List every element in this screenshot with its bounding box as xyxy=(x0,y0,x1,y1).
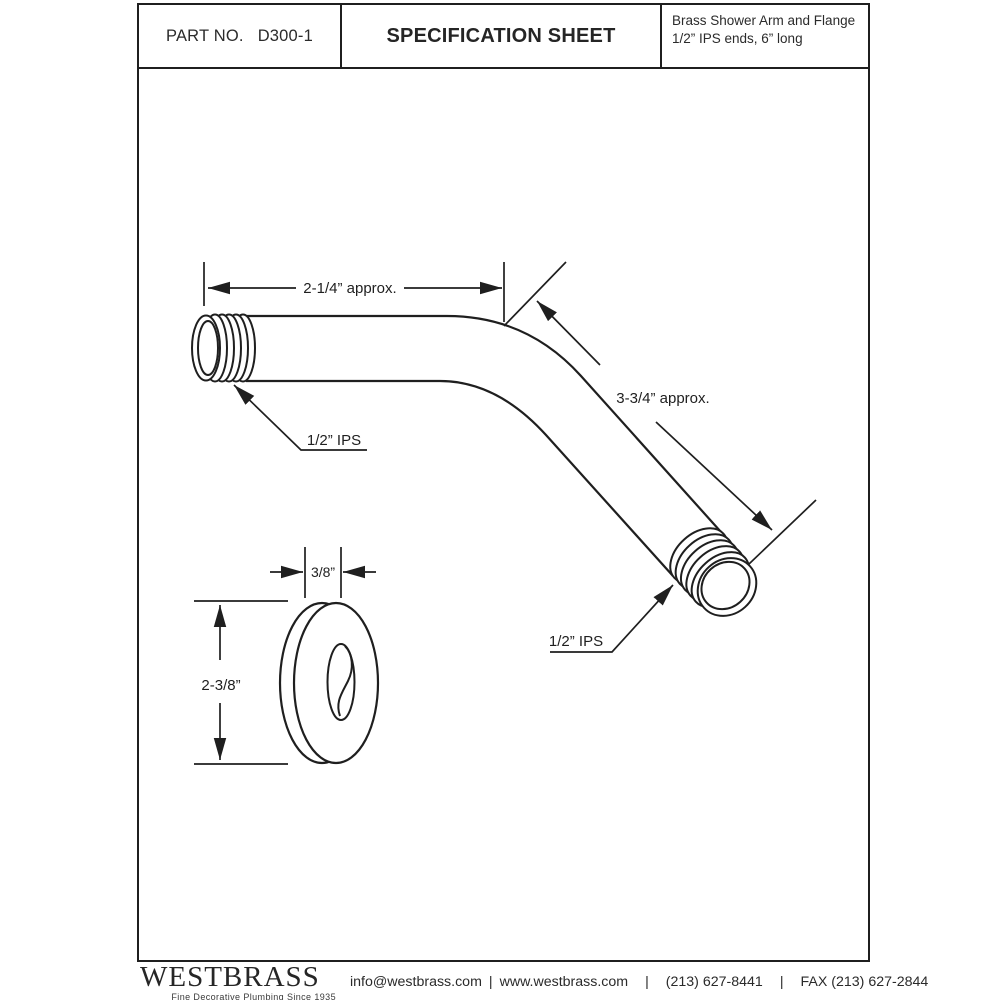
brand-logo: WESTBRASS Fine Decorative Plumbing Since… xyxy=(140,963,336,1000)
footer: WESTBRASS Fine Decorative Plumbing Since… xyxy=(0,962,1000,1000)
flange-hole-inner-wall xyxy=(337,645,353,717)
part-number-value: D300-1 xyxy=(257,26,314,45)
product-description-line2: 1/2” IPS ends, 6” long xyxy=(672,30,803,46)
flange-thickness-label: 3/8” xyxy=(311,564,335,580)
product-description-line1: Brass Shower Arm and Flange xyxy=(672,13,856,28)
flange xyxy=(278,601,380,765)
extension-tick xyxy=(503,261,567,327)
dimension-arrow-up xyxy=(536,300,601,366)
brand-tagline: Fine Decorative Plumbing Since 1935 xyxy=(171,992,336,1000)
contact-website: www.westbrass.com xyxy=(499,974,629,990)
contact-info: info@westbrass.com | www.westbrass.com | (21… xyxy=(350,974,928,990)
dim-horizontal-label: 2-1/4” approx. xyxy=(303,280,396,297)
shower-arm-body xyxy=(246,314,722,577)
lower-thread-end xyxy=(669,527,758,617)
dimension-flange-thickness xyxy=(270,547,376,598)
separator: | xyxy=(779,974,784,990)
flange-diameter-label: 2-3/8” xyxy=(201,677,240,694)
flange-hole xyxy=(326,643,356,721)
part-number-label: PART NO. xyxy=(165,26,244,45)
leader-lower-thread xyxy=(550,584,674,653)
lower-thread-label: 1/2” IPS xyxy=(549,633,603,650)
dimension-arrow-down xyxy=(655,421,773,531)
dim-diagonal-label: 3-3/4” approx. xyxy=(616,390,709,407)
contact-email: info@westbrass.com xyxy=(350,974,482,990)
sheet-border: PART NO. D300-1 SPECIFICATION SHEET Bras… xyxy=(137,3,870,962)
upper-thread-label: 1/2” IPS xyxy=(307,432,361,449)
title-block: PART NO. D300-1 SPECIFICATION SHEET Bras… xyxy=(139,5,868,69)
contact-fax: FAX (213) 627-2844 xyxy=(800,974,929,990)
sheet-title-cell: SPECIFICATION SHEET xyxy=(342,5,662,67)
separator: | xyxy=(645,974,649,990)
part-number-cell: PART NO. D300-1 xyxy=(139,5,342,67)
upper-thread-end xyxy=(191,313,256,383)
contact-phone: (213) 627-8441 xyxy=(665,974,763,990)
product-description-cell: Brass Shower Arm and Flange 1/2” IPS end… xyxy=(662,5,868,67)
dimension-horizontal xyxy=(203,262,505,322)
sheet-title: SPECIFICATION SHEET xyxy=(386,24,616,47)
brand-wordmark: WESTBRASS xyxy=(140,961,320,993)
separator: | xyxy=(488,974,493,990)
leader-upper-thread xyxy=(233,384,367,451)
extension-tick xyxy=(748,499,817,565)
dimension-diagonal xyxy=(503,261,817,565)
dimension-flange-diameter xyxy=(194,600,288,765)
